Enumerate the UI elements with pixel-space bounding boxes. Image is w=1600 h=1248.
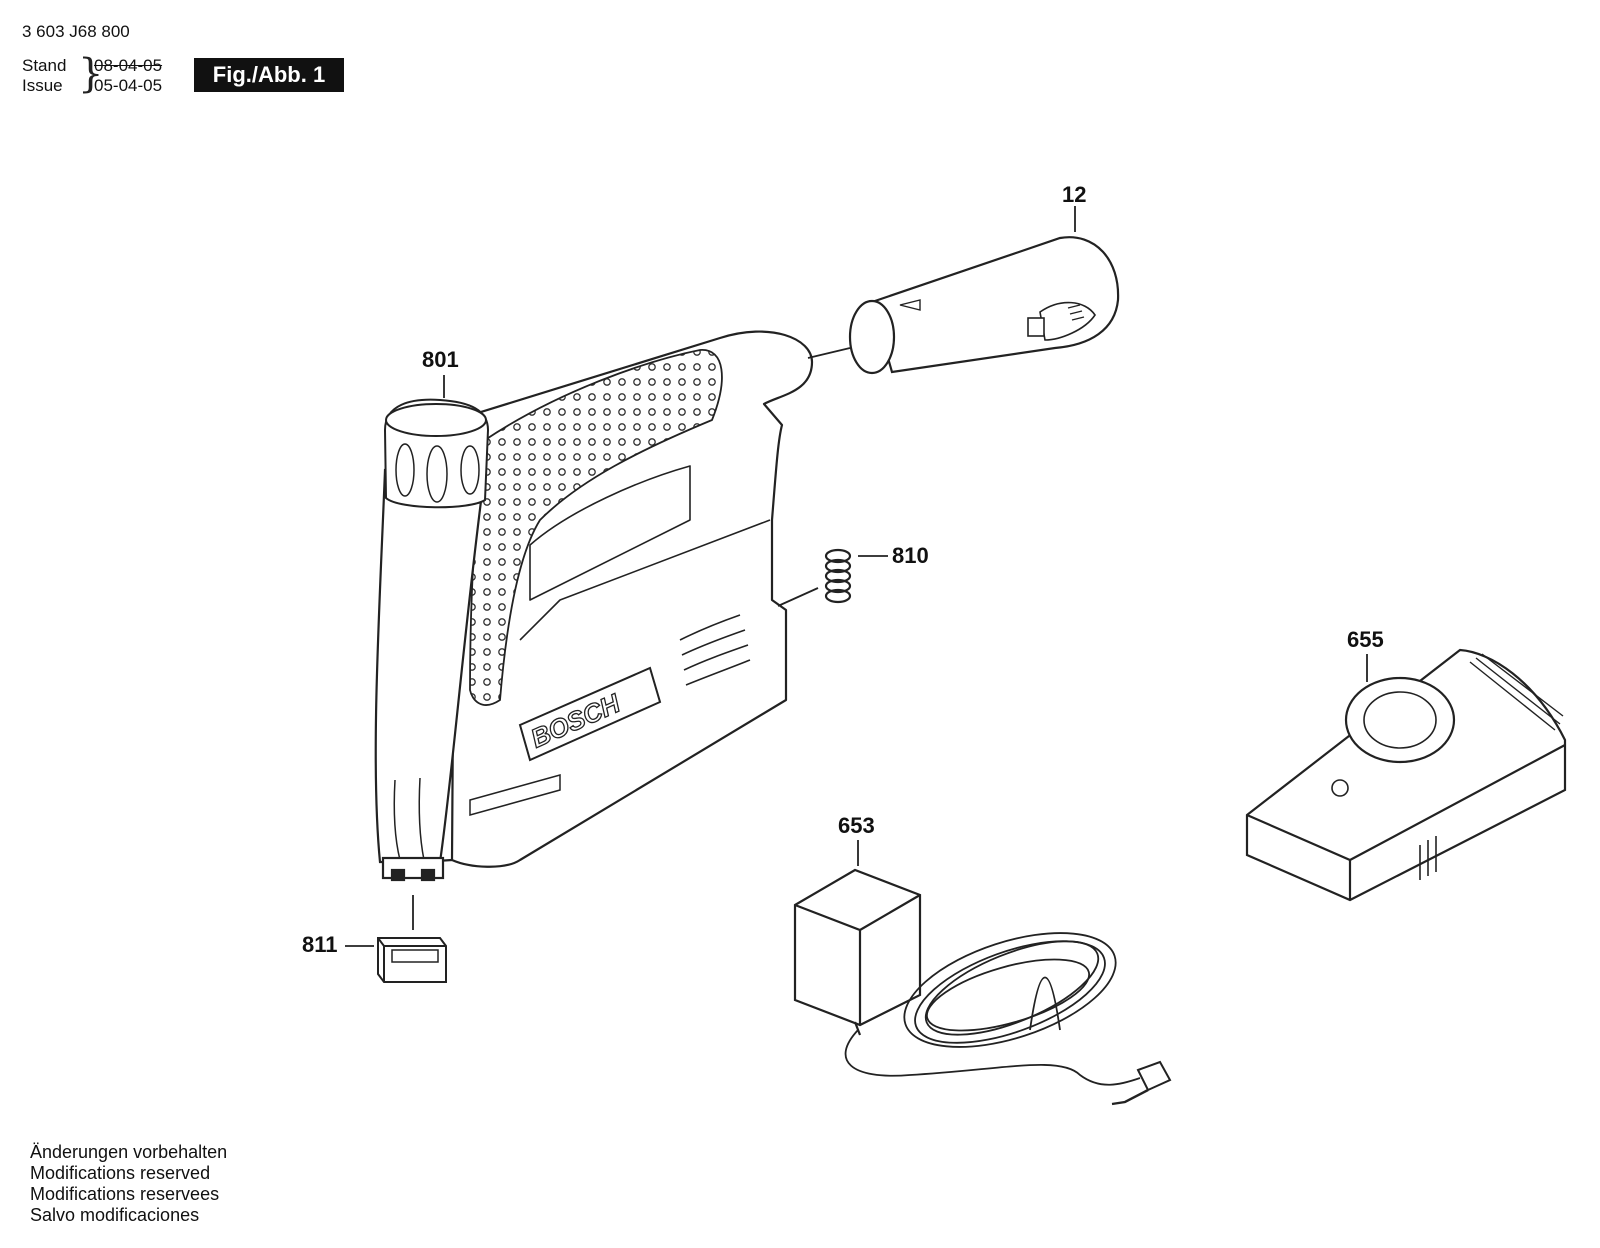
issue-label: Issue: [22, 76, 63, 95]
nose-cap-811: [377, 937, 447, 983]
battery-leader-line: [807, 347, 851, 359]
footer-line-es: Salvo modificaciones: [30, 1205, 200, 1225]
footer-line-en: Modifications reserved: [30, 1163, 211, 1183]
footer-line-fr: Modifications reservees: [30, 1184, 220, 1204]
charger-base-655: [1245, 648, 1567, 902]
footer-disclaimer: Änderungen vorbehalten Modifications res…: [30, 1142, 227, 1226]
stand-label: Stand: [22, 56, 67, 75]
issue-date: 05-04-05: [94, 76, 163, 95]
end-cap-801: [383, 398, 490, 509]
figure-badge: Fig./Abb. 1: [194, 58, 344, 92]
power-adapter-653: [793, 868, 922, 1036]
callout-charger-655: 655: [1347, 627, 1384, 652]
footer-line-de: Änderungen vorbehalten: [30, 1142, 228, 1162]
battery-pack-12: [848, 236, 1120, 375]
callout-spring-810: 810: [892, 543, 929, 568]
bosch-plate: [469, 614, 751, 816]
part-number: 3 603 J68 800: [22, 22, 130, 41]
callout-nose-cap-811: 811: [302, 932, 338, 957]
spring-leader-line: [777, 587, 819, 607]
stand-date-struck: 08-04-05: [94, 56, 163, 75]
adapter-cord: [844, 932, 1172, 1106]
spring-810: [824, 548, 852, 604]
stapler-head: [374, 468, 487, 882]
callout-adapter-653: 653: [838, 813, 875, 838]
brace-icon: }: [78, 51, 104, 97]
stapler-grip: [469, 349, 723, 706]
callout-battery-12: 12: [1062, 182, 1087, 207]
callout-end-cap-801: 801: [422, 347, 459, 372]
